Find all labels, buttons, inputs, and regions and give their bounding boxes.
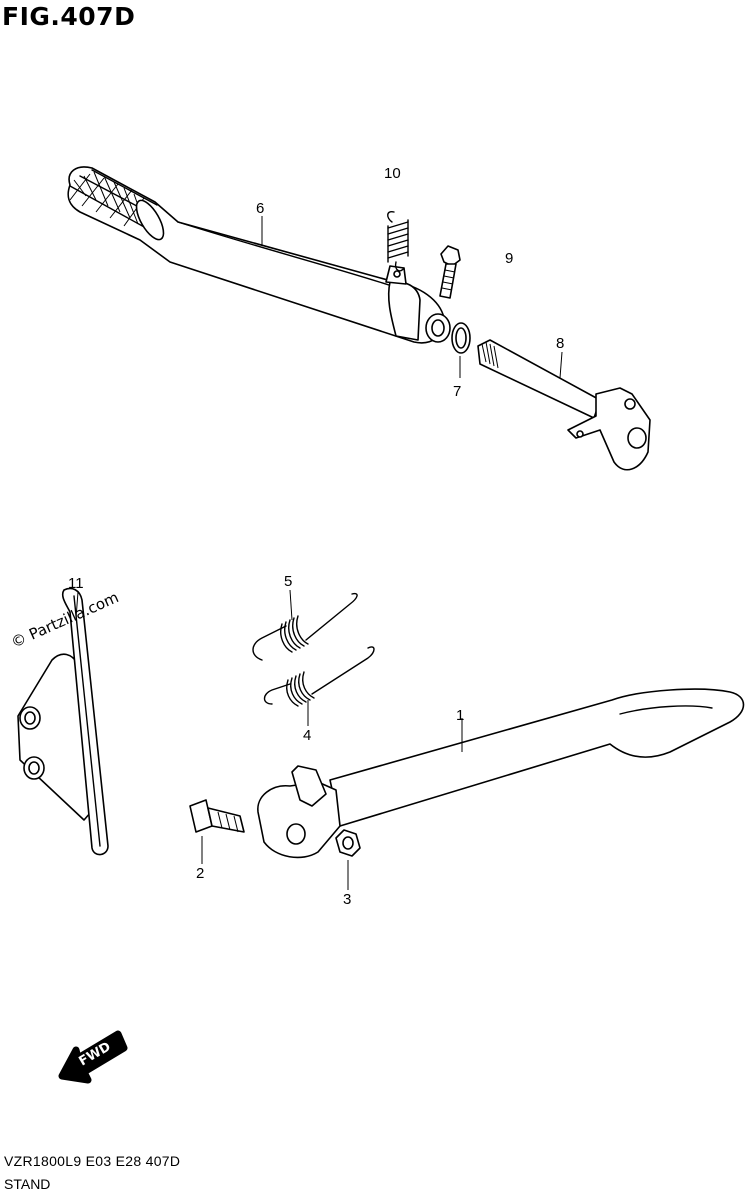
model-code: VZR1800L9 E03 E28 407D — [4, 1153, 181, 1169]
callout-2: 2 — [196, 865, 204, 882]
callout-7: 7 — [453, 383, 461, 400]
figure-title: FIG.407D — [2, 2, 136, 31]
part-2-pivot-bolt[interactable] — [189, 799, 245, 833]
leader-lines — [75, 216, 563, 890]
part-1-side-stand[interactable] — [257, 688, 745, 859]
callout-3: 3 — [343, 891, 351, 908]
callout-11: 11 — [68, 575, 84, 592]
callout-8: 8 — [556, 335, 564, 352]
fwd-direction-badge: FWD — [58, 1030, 128, 1084]
part-3-nut[interactable] — [335, 829, 361, 857]
part-8-stand-shaft[interactable] — [477, 339, 651, 471]
part-6-stand-lever-arm[interactable] — [67, 166, 451, 344]
part-11-side-stand-bracket[interactable] — [17, 587, 109, 856]
assembly-name: STAND — [4, 1176, 51, 1192]
callout-4: 4 — [303, 727, 311, 744]
part-7-washer[interactable] — [451, 322, 471, 354]
callout-5: 5 — [284, 573, 292, 590]
callout-9: 9 — [505, 250, 513, 267]
callout-6: 6 — [256, 200, 264, 217]
callout-10: 10 — [384, 165, 401, 182]
part-4-spring[interactable] — [263, 646, 375, 707]
part-5-spring[interactable] — [252, 592, 358, 661]
callout-1: 1 — [456, 707, 464, 724]
part-10-spring[interactable] — [387, 210, 409, 272]
part-9-bolt[interactable] — [439, 245, 461, 299]
